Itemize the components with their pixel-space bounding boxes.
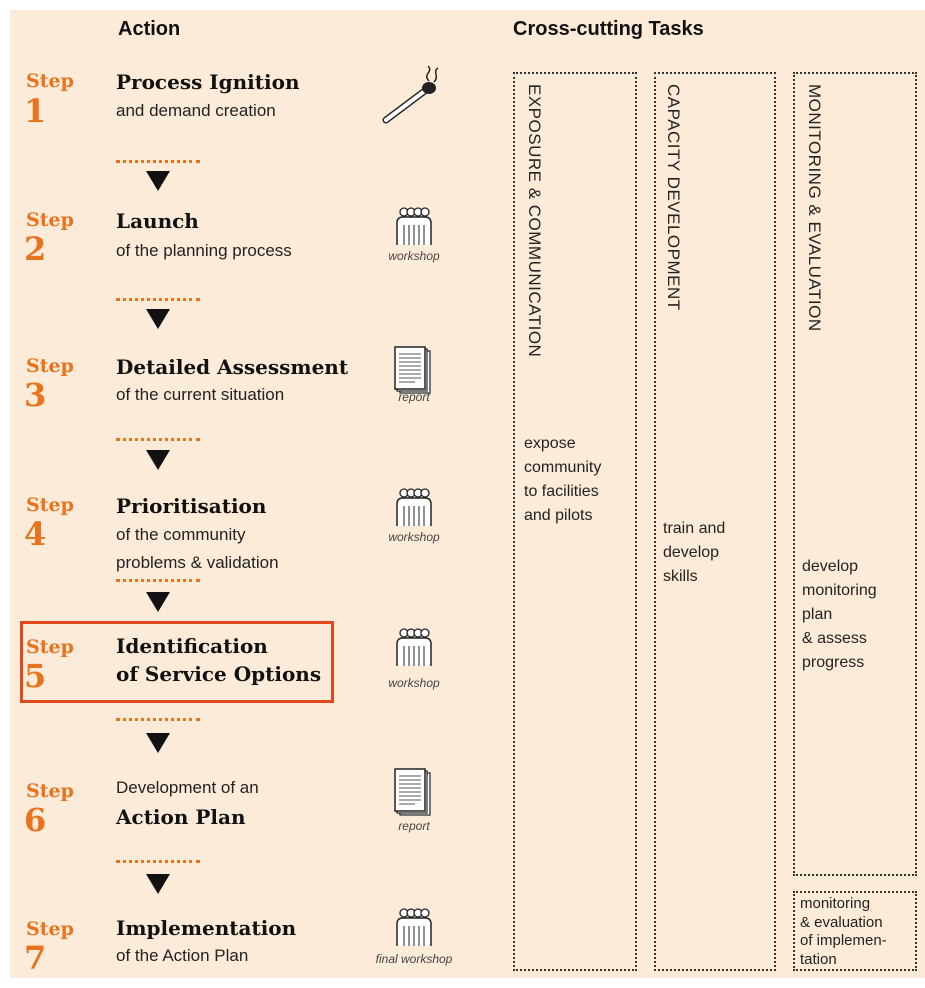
connector-dots-6 [116,860,200,863]
workshop-icon [396,908,432,946]
step-5-title-line2: of Service Options [116,662,322,686]
step-4-subtitle-line1: of the community [116,525,246,544]
workshop-icon [396,488,432,526]
step-5-title-line1: Identification [116,634,268,658]
step-3-title: Detailed Assessment [116,355,349,379]
column-capacity-development [654,72,776,971]
workshop-icon [396,628,432,666]
step-4-number: 4 [24,515,47,553]
report-icon [394,346,431,394]
step-2-label: Step [26,209,74,231]
step-7-title: Implementation [116,916,297,940]
workshop-icon [396,207,432,245]
step-3-number: 3 [24,376,47,414]
step-2-icon-caption: workshop [388,249,440,263]
arrow-down-icon-3 [146,450,170,470]
step-6-title: Action Plan [116,805,246,829]
column-exposure-title: EXPOSURE & COMMUNICATION [525,84,544,358]
connector-dots-4 [116,579,200,582]
step-7-icon-caption: final workshop [375,952,453,966]
arrow-down-icon-6 [146,874,170,894]
step-5-highlight-box [20,621,334,703]
connector-dots-1 [116,160,200,163]
step-7-number: 7 [24,939,47,977]
column-monitoring-text: develop monitoring plan & assess progres… [802,558,877,671]
step-3-subtitle: of the current situation [116,385,285,404]
match-icon [382,66,439,124]
step-4-icon-caption: workshop [388,530,440,544]
monitoring-implementation-box [793,891,917,971]
step-7-label: Step [26,918,74,940]
connector-dots-2 [116,298,200,301]
column-monitoring-evaluation [793,72,917,876]
step-5-number: 5 [24,657,47,695]
arrow-down-icon-2 [146,309,170,329]
step-7-subtitle: of the Action Plan [116,946,249,965]
step-4-title: Prioritisation [116,494,267,518]
step-1-number: 1 [24,92,47,130]
step-4-subtitle-line2: problems & validation [116,553,279,572]
step-1-label: Step [26,70,74,92]
step-6-icon-caption: report [398,819,430,833]
arrow-down-icon-5 [146,733,170,753]
step-1-title: Process Ignition [116,70,300,94]
step-3-label: Step [26,355,74,377]
column-capacity-title: CAPACITY DEVELOPMENT [664,84,683,311]
step-3-icon-caption: report [398,390,430,404]
column-exposure-communication [513,72,637,971]
arrow-down-icon-1 [146,171,170,191]
step-2-title: Launch [116,209,199,233]
step-6-label: Step [26,780,74,802]
step-6-number: 6 [24,801,47,839]
step-6-subtitle: Development of an [116,778,259,797]
column-capacity-text: train and develop skills [663,520,726,585]
cross-cutting-header: Cross-cutting Tasks [513,18,704,40]
column-exposure-text: expose community to facilities and pilot… [524,435,602,524]
step-2-number: 2 [24,230,47,268]
step-5-label: Step [26,636,74,658]
step-2-subtitle: of the planning process [116,241,292,260]
step-5-icon-caption: workshop [388,676,440,690]
column-monitoring-title: MONITORING & EVALUATION [805,84,824,332]
connector-dots-3 [116,438,200,441]
step-4-label: Step [26,494,74,516]
report-icon [394,768,431,816]
step-1-subtitle: and demand creation [116,101,276,120]
arrow-down-icon-4 [146,592,170,612]
connector-dots-5 [116,718,200,721]
monitoring-implementation-text: monitoring & evaluation of implemen- tat… [800,895,887,968]
action-header: Action [118,18,181,40]
